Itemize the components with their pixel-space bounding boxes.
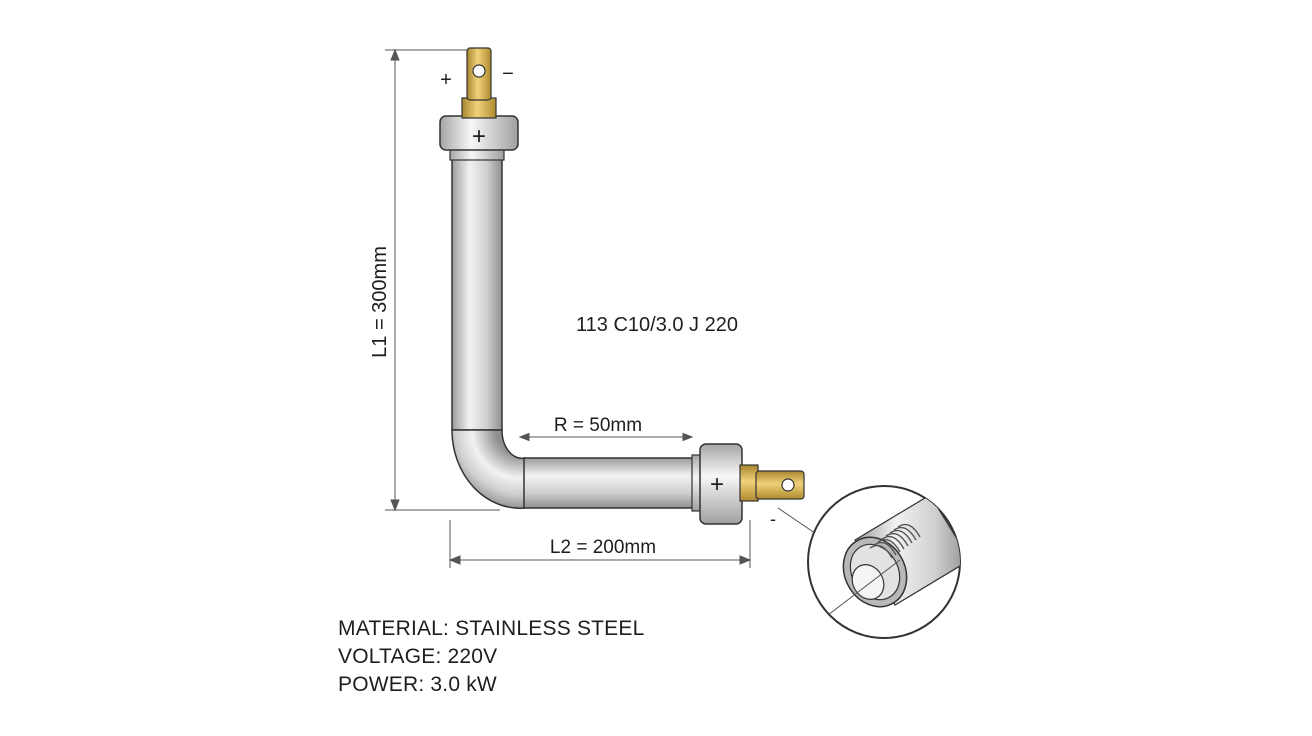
side-terminal-minus: - (770, 509, 776, 529)
dimension-l2 (448, 520, 752, 568)
l1-label: L1 = 300mm (369, 246, 391, 358)
heating-coil-icon (869, 523, 921, 559)
side-terminal (691, 443, 805, 525)
cross-section-detail (807, 485, 961, 639)
tube-vertical (451, 154, 503, 431)
top-sleeve-plus: + (472, 123, 486, 150)
side-sleeve-plus: + (710, 471, 724, 498)
top-terminal-plus: + (440, 69, 452, 91)
dimension-radius (518, 432, 694, 442)
tube-bend (451, 429, 526, 509)
spec-voltage: VOLTAGE: 220V (338, 645, 498, 668)
top-terminal-minus: − (502, 63, 514, 85)
dimension-l1 (385, 48, 500, 512)
spec-material: MATERIAL: STAINLESS STEEL (338, 617, 645, 640)
terminal-hole-icon (472, 64, 486, 78)
terminal-hole-icon (781, 478, 795, 492)
tube-horizontal (523, 457, 697, 509)
spec-power: POWER: 3.0 kW (338, 673, 497, 696)
radius-label: R = 50mm (554, 415, 642, 436)
top-terminal (439, 47, 519, 161)
l2-label: L2 = 200mm (550, 537, 656, 558)
model-code: 113 C10/3.0 J 220 (576, 314, 738, 336)
